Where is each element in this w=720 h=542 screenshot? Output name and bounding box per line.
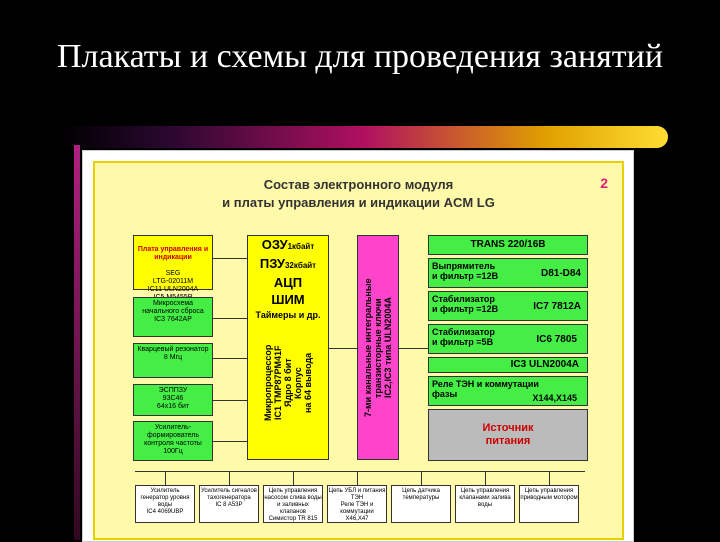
pwm-label: ШИМ xyxy=(271,292,305,307)
reset-chip-block: Микросхема начального сброса IC3 7642AP xyxy=(133,297,213,337)
crystal-block: Кварцевый резонатор 8 Мгц xyxy=(133,343,213,378)
bottom-block: Усилитель сигналов тахогенератора IC 8 A… xyxy=(199,485,259,523)
bottom-block: Цепь управления насосом слива воды и зал… xyxy=(263,485,323,523)
stabilizer-12v-label: Стабилизатор и фильтр =12В xyxy=(432,294,499,314)
bottom-block: Цепь управления клапанами залива воды xyxy=(455,485,515,523)
connector-line xyxy=(357,471,358,485)
transformer-block: TRANS 220/16В xyxy=(428,235,588,255)
adc-label: АЦП xyxy=(273,275,303,290)
cpu-vertical-label: Микропроцессор IC1 TMP87PM41F Ядро 8 бит… xyxy=(263,344,313,422)
display-board-block: Плата управления и индикации SEG LTG-020… xyxy=(133,235,213,301)
amplifier-block: Усилитель-формирователь контроля частоты… xyxy=(133,421,213,461)
decorative-vertical-bar xyxy=(74,145,80,540)
ram-label: ОЗУ xyxy=(261,237,288,252)
poster-canvas: Состав электронного модуля и платы управ… xyxy=(93,161,624,540)
transistor-keys-block: 7-ми канальные интегральные транзисторны… xyxy=(357,235,399,460)
bottom-block: Усилитель генератор уровня воды IC4 4069… xyxy=(135,485,195,523)
power-supply-label: Источник питания xyxy=(482,422,534,447)
transistor-keys-label: 7-ми канальные интегральные транзисторны… xyxy=(363,278,393,417)
bottom-block: Цепь управления приводным мотором xyxy=(519,485,579,523)
poster-panel: Состав электронного модуля и платы управ… xyxy=(82,150,634,542)
poster-heading-line1: Состав электронного модуля xyxy=(263,177,454,192)
connector-line xyxy=(399,348,428,349)
ram-row: ОЗУ1кбайт xyxy=(248,238,328,254)
stabilizer-5v-part: IC6 7805 xyxy=(536,334,577,345)
connector-line xyxy=(485,471,486,485)
ic3-block: IC3 ULN2004A xyxy=(428,357,588,373)
power-supply-block: Источник питания xyxy=(428,409,588,461)
connector-line xyxy=(213,400,247,401)
page-number: 2 xyxy=(600,175,608,191)
stabilizer-12v-block: Стабилизатор и фильтр =12В IC7 7812A xyxy=(428,291,588,321)
relay-part: X144,X145 xyxy=(532,393,577,403)
relay-label: Реле ТЭН и коммутации фазы xyxy=(432,379,539,399)
rom-label: ПЗУ xyxy=(259,256,285,271)
connector-line xyxy=(165,471,166,485)
cpu-block: ОЗУ1кбайт ПЗУ32кбайт АЦП ШИМ Таймеры и д… xyxy=(247,235,329,460)
connector-line xyxy=(213,358,247,359)
bus-line xyxy=(135,471,585,472)
slide-title: Плакаты и схемы для проведения занятий xyxy=(56,38,664,75)
bottom-block: Цепь датчика температуры xyxy=(391,485,451,523)
connector-line xyxy=(329,348,357,349)
connector-line xyxy=(213,258,247,259)
eeprom-block: ЭСППЗУ 93C46 64x16 бит xyxy=(133,384,213,416)
stabilizer-5v-block: Стабилизатор и фильтр =5В IC6 7805 xyxy=(428,324,588,354)
connector-line xyxy=(293,471,294,485)
connector-line xyxy=(213,318,247,319)
rectifier-label: Выпрямитель и фильтр =12В xyxy=(432,261,499,281)
connector-line xyxy=(549,471,550,485)
rom-size: 32кбайт xyxy=(284,261,317,270)
rectifier-part: D81-D84 xyxy=(540,268,581,279)
rectifier-block: Выпрямитель и фильтр =12В D81-D84 xyxy=(428,258,588,288)
ram-size: 1кбайт xyxy=(287,242,315,251)
decorative-stripe xyxy=(60,126,668,148)
bottom-block: Цепь УБЛ и питания ТЭН Реле ТЭН и коммут… xyxy=(327,485,387,523)
display-board-title: Плата управления и индикации xyxy=(137,246,209,261)
connector-line xyxy=(421,471,422,485)
stabilizer-12v-part: IC7 7812A xyxy=(533,301,581,312)
rom-row: ПЗУ32кбайт xyxy=(248,257,328,273)
connector-line xyxy=(229,471,230,485)
timers-label: Таймеры и др. xyxy=(255,310,321,320)
relay-block: Реле ТЭН и коммутации фазы X144,X145 xyxy=(428,376,588,406)
connector-line xyxy=(213,441,247,442)
poster-heading-line2: и платы управления и индикации ACM LG xyxy=(222,195,495,210)
stabilizer-5v-label: Стабилизатор и фильтр =5В xyxy=(432,327,495,347)
